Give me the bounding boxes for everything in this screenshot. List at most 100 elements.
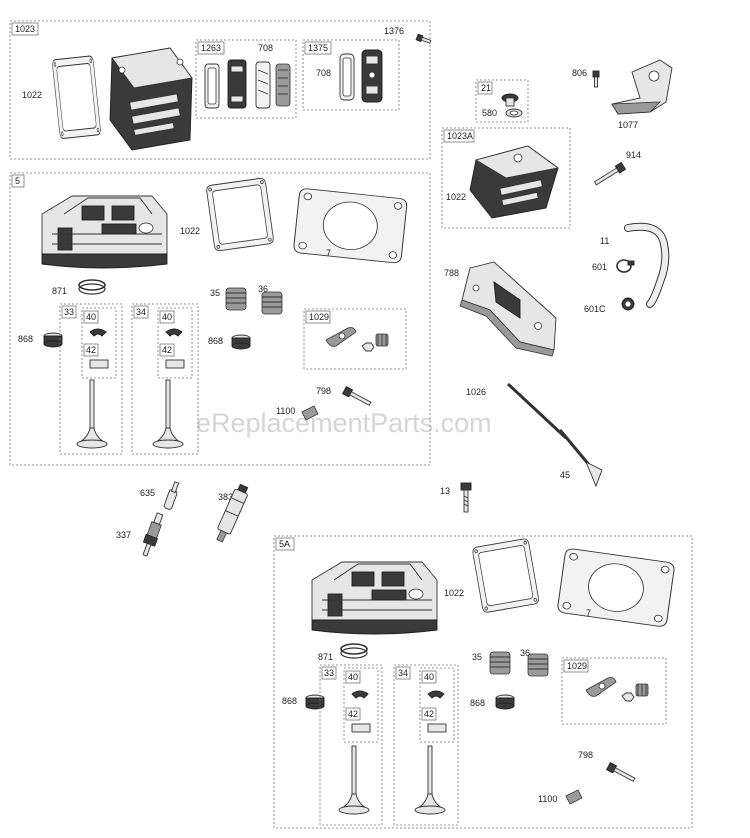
breather-parts [204,59,291,109]
spring-35 [225,287,247,311]
group-33-5A-label: 33 [324,668,334,678]
callout-1022-1023A: 1022 [446,192,466,202]
callout-601: 601 [592,262,607,272]
intake-valve [76,379,108,449]
valve-cover [109,47,193,151]
cover-gasket [51,55,102,140]
screw-1376 [415,33,432,44]
callout-42-33a: 42 [86,345,96,355]
callout-36: 36 [258,284,268,294]
callout-13: 13 [440,486,450,496]
group-1029-label: 1029 [309,312,329,322]
group-1023-label: 1023 [15,24,35,34]
callout-868-b: 868 [208,336,223,346]
group-34-5A-label: 34 [398,668,408,678]
group-21-label: 21 [481,83,491,93]
callout-35: 35 [210,288,220,298]
callout-40-34b: 40 [424,672,434,682]
callout-40-34a: 40 [162,312,172,322]
push-rod-1026 [506,382,568,440]
callout-40-33b: 40 [348,672,358,682]
bolt-914 [593,161,627,186]
callout-42-34b: 42 [424,709,434,719]
callout-1376: 1376 [384,26,404,36]
cylinder-head [41,195,168,269]
callout-7: 7 [326,248,331,258]
callout-798-5A: 798 [578,750,593,760]
callout-914: 914 [626,150,641,160]
rocker-arm-set-5A [585,677,649,702]
callout-788: 788 [444,268,459,278]
stud-798 [341,385,372,406]
clamp-601 [616,259,635,273]
head-gasket-5 [292,187,408,265]
ring-871 [78,279,106,295]
group-33-label: 33 [64,307,74,317]
intake-valve-5A [338,745,370,815]
spring-35-5A [489,651,511,675]
cylinder-head-5A [311,561,438,635]
spring-36-5A [527,653,549,677]
group-1263-label: 1263 [201,43,221,53]
callout-337: 337 [116,530,131,540]
guide-plate-1100 [301,405,319,421]
group-5: 5 1022 7 871 868 33 40 42 [9,172,431,466]
group-1023: 1023 1022 1263 708 [9,20,432,160]
group-5-label: 5 [15,176,20,186]
callout-708-b: 708 [316,68,331,78]
breather-hose [624,222,670,308]
watermark: eReplacementParts.com [196,408,492,438]
group-1375-label: 1375 [308,43,328,53]
callout-1022: 1022 [22,90,42,100]
callout-1100: 1100 [276,406,295,416]
exhaust-valve [152,379,184,449]
air-baffle-788 [459,261,557,357]
callout-806: 806 [572,68,587,78]
group-21: 21 580 [475,79,529,123]
callout-45: 45 [560,470,570,480]
group-1023A-label: 1023A [447,131,473,141]
group-1023A: 1023A 1022 [441,127,571,229]
callout-868-5A-a: 868 [282,696,297,706]
breather-gasket-set [339,49,383,103]
callout-35-5A: 35 [472,652,482,662]
guide-plate-1100-5A [565,789,583,805]
plug-boot-635 [163,481,180,510]
valve-45 [558,429,603,488]
callout-383: 383 [218,492,233,502]
callout-1077: 1077 [618,120,638,130]
clamp-601C [621,297,635,311]
callout-580: 580 [482,108,497,118]
callout-36-5A: 36 [520,648,530,658]
callout-635: 635 [140,488,155,498]
callout-42-33b: 42 [348,709,358,719]
valve-seal-left [43,332,63,348]
cover-gasket-5 [205,177,275,252]
callout-708: 708 [258,43,273,53]
callout-42-34a: 42 [162,345,172,355]
head-gasket-5A [556,547,676,628]
callout-601C: 601C [584,304,606,314]
spark-plug-337 [142,512,164,557]
ignition-coil-383 [216,483,249,543]
callout-1022-5: 1022 [180,226,200,236]
callout-1022-5A: 1022 [444,588,464,598]
bracket-1077: 806 1077 [572,59,673,130]
group-5A: 5A 1022 7 871 868 33 40 42 [273,535,693,829]
callout-871: 871 [52,286,67,296]
exhaust-valve-5A [414,745,446,815]
stud-798-5A [605,761,636,782]
group-5A-label: 5A [279,539,290,549]
callout-871-5A: 871 [318,652,333,662]
group-1029-5A-label: 1029 [567,661,587,671]
callout-1026: 1026 [466,387,486,397]
cover-gasket-5A [471,537,540,614]
ring-871-5A [340,643,368,659]
valve-seal-5A-right [495,694,515,710]
callout-7-5A: 7 [586,608,591,618]
callout-11: 11 [600,236,609,246]
spring-36 [261,291,283,315]
callout-798: 798 [316,386,331,396]
callout-868-a: 868 [18,334,33,344]
